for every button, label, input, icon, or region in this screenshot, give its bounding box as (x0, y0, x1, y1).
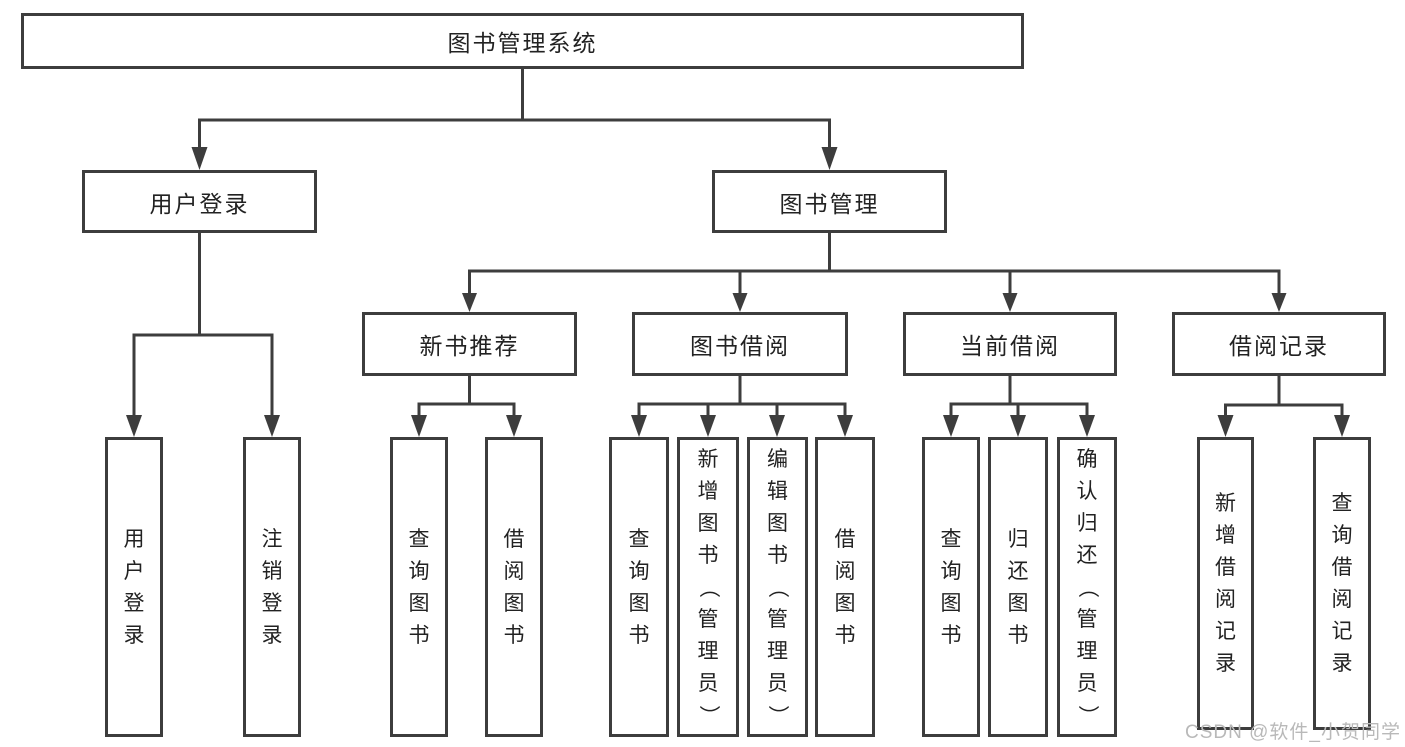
leaf-current-confirm-return-admin: 确认归还（管理员） (1057, 437, 1117, 737)
leaf-current-confirm-return-admin-label: 确认归还（管理员） (1075, 447, 1099, 726)
leaf-records-query-record: 查询借阅记录 (1313, 437, 1371, 730)
node-current-borrow: 当前借阅 (903, 312, 1117, 376)
leaf-records-query-record-label: 查询借阅记录 (1331, 492, 1353, 675)
leaf-records-add-record: 新增借阅记录 (1197, 437, 1254, 730)
leaf-current-query-books-label: 查询图书 (940, 527, 962, 647)
leaf-borrow-add-books-admin-label: 新增图书（管理员） (696, 447, 720, 726)
leaf-records-add-record-label: 新增借阅记录 (1215, 492, 1236, 675)
node-book-management-label: 图书管理 (779, 190, 880, 217)
leaf-current-return-books: 归还图书 (988, 437, 1048, 737)
node-book-borrow-label: 图书借阅 (690, 333, 790, 359)
leaf-borrow-edit-books-admin-label: 编辑图书（管理员） (766, 447, 789, 726)
leaf-newbook-query-books-label: 查询图书 (408, 527, 430, 647)
leaf-borrow-add-books-admin: 新增图书（管理员） (677, 437, 739, 737)
leaf-borrow-query-books-label: 查询图书 (628, 527, 650, 647)
node-new-book-recommend-label: 新书推荐 (419, 333, 520, 359)
leaf-borrow-borrow-books: 借阅图书 (815, 437, 875, 737)
node-user-login-label: 用户登录 (149, 190, 250, 217)
node-book-borrow: 图书借阅 (632, 312, 848, 376)
leaf-current-return-books-label: 归还图书 (1007, 527, 1029, 647)
leaf-current-query-books: 查询图书 (922, 437, 980, 737)
node-borrow-records: 借阅记录 (1172, 312, 1386, 376)
node-current-borrow-label: 当前借阅 (960, 333, 1060, 359)
node-new-book-recommend: 新书推荐 (362, 312, 577, 376)
watermark: CSDN @软件_小贺同学 (1185, 722, 1401, 743)
node-root: 图书管理系统 (21, 13, 1024, 69)
leaf-borrow-borrow-books-label: 借阅图书 (834, 527, 856, 647)
node-user-login: 用户登录 (82, 170, 317, 233)
leaf-newbook-borrow-books-label: 借阅图书 (503, 527, 525, 647)
leaf-logout: 注销登录 (243, 437, 301, 737)
leaf-user-login: 用户登录 (105, 437, 163, 737)
leaf-user-login-label: 用户登录 (123, 527, 145, 647)
leaf-borrow-query-books: 查询图书 (609, 437, 669, 737)
node-root-label: 图书管理系统 (447, 30, 598, 56)
connector-arrowheads (126, 147, 1350, 437)
leaf-borrow-edit-books-admin: 编辑图书（管理员） (747, 437, 808, 737)
node-book-management: 图书管理 (712, 170, 947, 233)
node-borrow-records-label: 借阅记录 (1229, 333, 1329, 359)
leaf-logout-label: 注销登录 (261, 527, 283, 647)
leaf-newbook-query-books: 查询图书 (390, 437, 448, 737)
leaf-newbook-borrow-books: 借阅图书 (485, 437, 543, 737)
